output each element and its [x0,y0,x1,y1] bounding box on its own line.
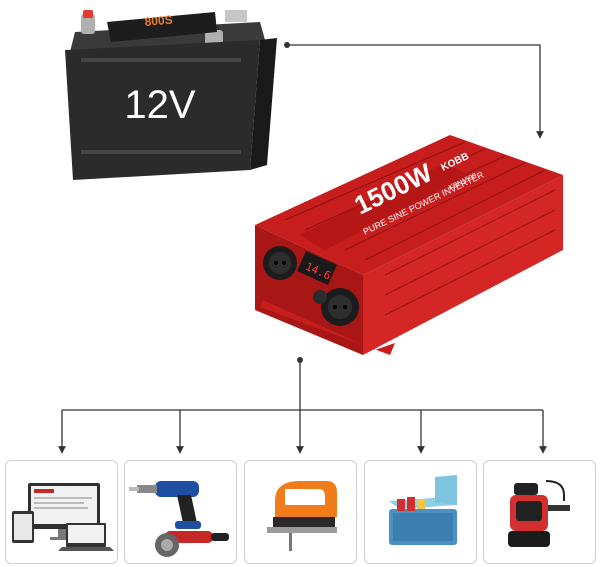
battery-sticker-text: 800S [144,13,173,29]
car-battery: 800S 12V [65,10,277,180]
computer-monitor-icon [12,483,114,551]
drill-and-grinder-icon [129,481,229,557]
battery-voltage-label: 12V [124,83,195,127]
submersible-pump-icon [508,480,570,547]
battery-to-inverter-line [287,44,544,139]
inverter-display [296,251,338,285]
inverter-power-switch [313,290,327,304]
portable-cooler-icon [389,475,457,545]
device-tile-pump [483,460,596,564]
device-tile-jigsaw [244,460,357,564]
device-tile-power-tools [124,460,237,564]
device-tile-cooler [364,460,477,564]
battery-terminal-positive [81,14,95,34]
power-inverter: 1500W PURE SINE POWER INVERTER KOBB KBN1… [255,135,563,355]
device-tile-computers [5,460,118,564]
jigsaw-icon [267,481,337,551]
